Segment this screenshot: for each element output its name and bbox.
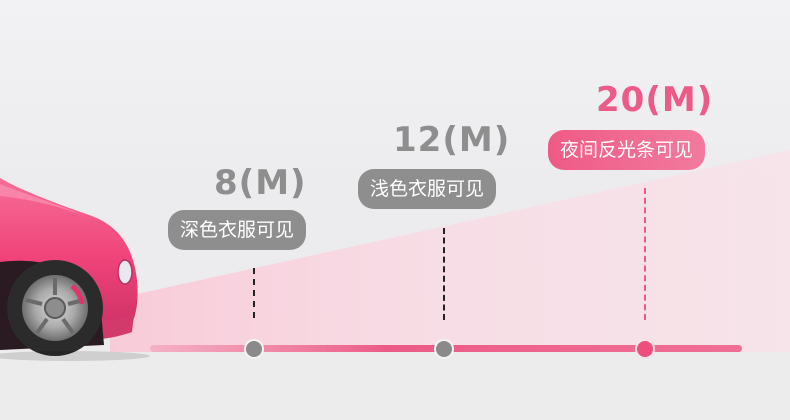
distance-label-12m: 12(M) [393,120,511,160]
marker-8m-dashed-line [253,268,255,318]
marker-8m-dot [244,339,264,359]
distance-label-20m: 20(M) [596,80,714,120]
night-reflective-strip-visible-badge: 夜间反光条可见 [548,130,706,170]
marker-12m-dot [434,339,454,359]
car-illustration [0,178,150,361]
marker-20m-dot [635,339,655,359]
distance-label-8m: 8(M) [214,163,307,203]
dark-clothing-visible-badge: 深色衣服可见 [168,210,307,250]
marker-20m-dashed-line [644,188,646,320]
light-clothing-visible-badge: 浅色衣服可见 [358,169,497,209]
marker-12m-dashed-line [443,228,445,320]
